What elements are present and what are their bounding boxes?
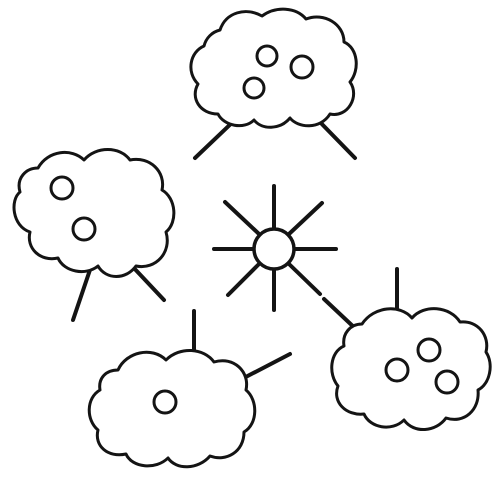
cloud-dot (386, 359, 408, 381)
sun-ray (289, 264, 320, 294)
cloud-icon (89, 311, 290, 467)
cloud-dot (436, 371, 458, 393)
cloud-dot (73, 218, 95, 240)
cloud-dot (418, 339, 440, 361)
cloud-icon (324, 269, 490, 430)
sun-ray (225, 202, 259, 234)
sun-ray (228, 264, 259, 295)
cloud-icon (14, 150, 174, 321)
sun-icon (214, 186, 336, 310)
cloud-outline (332, 309, 490, 430)
cloud-outline (14, 150, 174, 277)
cloud-dot (257, 46, 277, 66)
cloud-dot (244, 78, 264, 98)
cloud-icon (191, 9, 356, 158)
cloud-dot (291, 56, 313, 78)
sun-ray (289, 203, 322, 234)
cloud-dot (154, 391, 176, 413)
sun-core (254, 229, 294, 269)
cloud-outline (191, 9, 356, 127)
cloud-dot (51, 177, 73, 199)
